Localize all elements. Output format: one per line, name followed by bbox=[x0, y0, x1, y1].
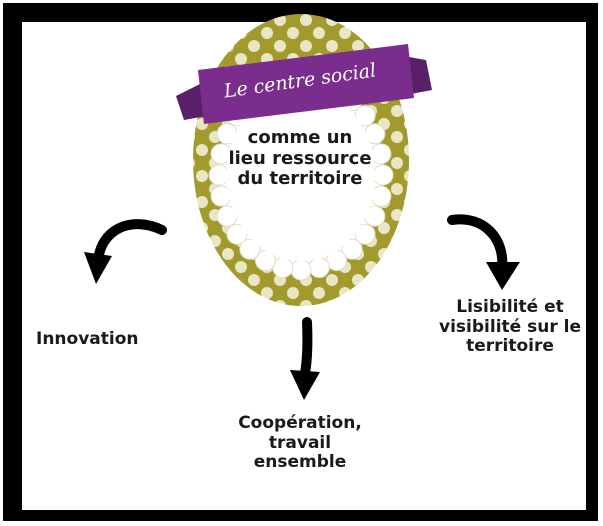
center-line: lieu ressource bbox=[228, 147, 372, 169]
label-cooperation: Coopération, travail ensemble bbox=[238, 413, 362, 473]
scallop bbox=[226, 223, 248, 245]
scallop bbox=[354, 105, 376, 127]
arrow-right bbox=[447, 214, 520, 290]
center-line: comme un bbox=[247, 127, 353, 148]
title-banner bbox=[176, 44, 432, 124]
scallop bbox=[341, 238, 363, 260]
scallop bbox=[308, 257, 330, 279]
center-line: du territoire bbox=[237, 168, 363, 190]
scallop bbox=[290, 259, 312, 281]
label-lisibilite: Lisibilité et visibilité sur le territoi… bbox=[439, 297, 581, 357]
scallop bbox=[372, 164, 394, 186]
label-innovation: Innovation bbox=[36, 329, 139, 349]
scallop bbox=[354, 223, 376, 245]
arrow-left bbox=[84, 219, 167, 284]
scallop bbox=[254, 250, 276, 272]
arrow-bottom bbox=[290, 317, 320, 400]
center-text: comme un lieu ressource du territoire bbox=[225, 127, 375, 190]
scallop bbox=[239, 238, 261, 260]
